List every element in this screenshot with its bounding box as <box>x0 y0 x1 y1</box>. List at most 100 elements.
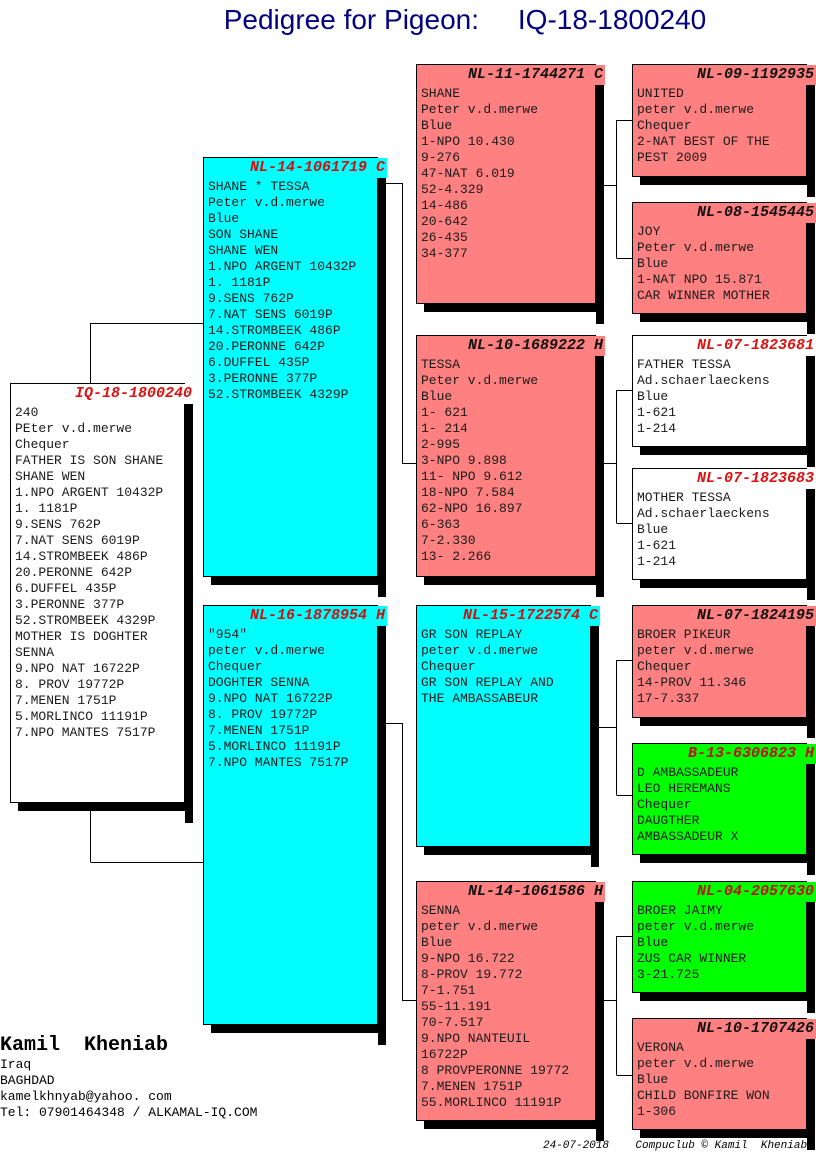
detail-line: LEO HEREMANS <box>637 781 731 796</box>
detail-line: peter v.d.merwe <box>208 643 349 659</box>
box-shadow <box>807 625 815 738</box>
detail-line: 8. PROV 19772P <box>15 677 164 693</box>
detail-line: 17-7.337 <box>637 691 700 706</box>
detail-line: 1-621 <box>637 405 770 421</box>
detail-line: 5.MORLINCO 11191P <box>15 709 164 725</box>
detail-line: D AMBASSADEUR <box>637 765 739 780</box>
detail-line: Blue <box>421 935 453 950</box>
detail-line: SON SHANE <box>208 227 357 243</box>
detail-line: peter v.d.merwe <box>637 643 755 658</box>
detail-line: 7.MENEN 1751P <box>15 693 164 709</box>
box-shadow <box>640 177 815 185</box>
detail-line: PEST 2009 <box>637 150 708 165</box>
ring-number: NL-14-1061586 H <box>417 882 605 902</box>
breeder-city: BAGHDAD <box>0 1073 55 1088</box>
footer: 24-07-2018 Compuclub © Kamil Kheniab <box>543 1140 807 1152</box>
detail-line: 1-NPO 10.430 <box>421 134 515 149</box>
detail-line: 13- 2.266 <box>421 549 492 564</box>
detail-line: 1-306 <box>637 1104 677 1119</box>
ring-number: NL-08-1545445 <box>633 203 816 223</box>
detail-line: Peter v.d.merwe <box>637 240 755 255</box>
ring-number: NL-04-2057630 <box>633 882 816 902</box>
detail-line: 1-621 <box>637 538 770 554</box>
detail-line: SENNA <box>15 645 164 661</box>
detail-line: VERONA <box>637 1040 684 1055</box>
copyright: Compuclub © Kamil Kheniab <box>635 1140 808 1152</box>
detail-line: Blue <box>637 256 669 271</box>
detail-line: Blue <box>637 389 770 405</box>
detail-line: 9.NPO NAT 16722P <box>208 691 349 707</box>
detail-line: 26-435 <box>421 230 468 245</box>
detail-line: 1.NPO ARGENT 10432P <box>208 259 357 275</box>
detail-line: 1- 621 <box>421 405 468 420</box>
breeder-name: Kamil Kheniab <box>0 1034 169 1057</box>
detail-line: Peter v.d.merwe <box>208 195 357 211</box>
detail-line: 8-PROV 19.772 <box>421 967 523 982</box>
detail-line: BROER PIKEUR <box>637 627 731 642</box>
detail-line: 20-642 <box>421 214 468 229</box>
detail-line: 70-7.517 <box>421 1015 484 1030</box>
detail-line: 14-PROV 11.346 <box>637 675 747 690</box>
detail-line: 7.MENEN 1751P <box>208 723 349 739</box>
box-shadow <box>211 577 386 585</box>
detail-line: MOTHER TESSA <box>637 490 770 506</box>
detail-line: UNITED <box>637 86 684 101</box>
detail-line: peter v.d.merwe <box>421 919 539 934</box>
detail-line: peter v.d.merwe <box>637 1056 755 1071</box>
detail-line: SHANE <box>421 86 461 101</box>
box-shadow <box>640 447 815 455</box>
detail-line: BROER JAIMY <box>637 903 723 918</box>
ring-number: NL-15-1722574 C <box>417 606 600 626</box>
box-shadow <box>640 855 815 863</box>
detail-line: 1. 1181P <box>208 275 357 291</box>
ring-number: NL-11-1744271 C <box>417 65 605 85</box>
detail-line: 18-NPO 7.584 <box>421 485 515 500</box>
detail-line: 6.DUFFEL 435P <box>15 581 164 597</box>
detail-line: 52.STROMBEEK 4329P <box>15 613 164 629</box>
detail-line: 52.STROMBEEK 4329P <box>208 387 357 403</box>
detail-line: 6-363 <box>421 517 461 532</box>
box-shadow <box>807 488 815 600</box>
detail-line: 1-214 <box>637 421 770 437</box>
box-shadow <box>424 847 599 855</box>
detail-line: FATHER TESSA <box>637 357 770 373</box>
detail-line: CHILD BONFIRE WON <box>637 1088 770 1103</box>
box-shadow <box>807 763 815 875</box>
box-shadow <box>596 355 604 597</box>
box-shadow <box>640 314 815 322</box>
detail-line: Chequer <box>637 659 692 674</box>
box-shadow <box>424 304 604 312</box>
detail-line: 9.NPO NANTEUIL <box>421 1031 531 1046</box>
ring-number: B-13-6306823 H <box>633 744 816 764</box>
detail-line: 62-NPO 16.897 <box>421 501 523 516</box>
detail-line: 9-276 <box>421 150 461 165</box>
detail-line: Blue <box>637 522 770 538</box>
box-shadow <box>18 803 193 811</box>
detail-line: Blue <box>421 118 453 133</box>
detail-line: 7.NPO MANTES 7517P <box>15 725 164 741</box>
detail-line: Ad.schaerlaeckens <box>637 506 770 522</box>
detail-line: SHANE WEN <box>208 243 357 259</box>
detail-line: peter v.d.merwe <box>637 919 755 934</box>
detail-line: JOY <box>637 224 661 239</box>
detail-line: SHANE * TESSA <box>208 179 357 195</box>
